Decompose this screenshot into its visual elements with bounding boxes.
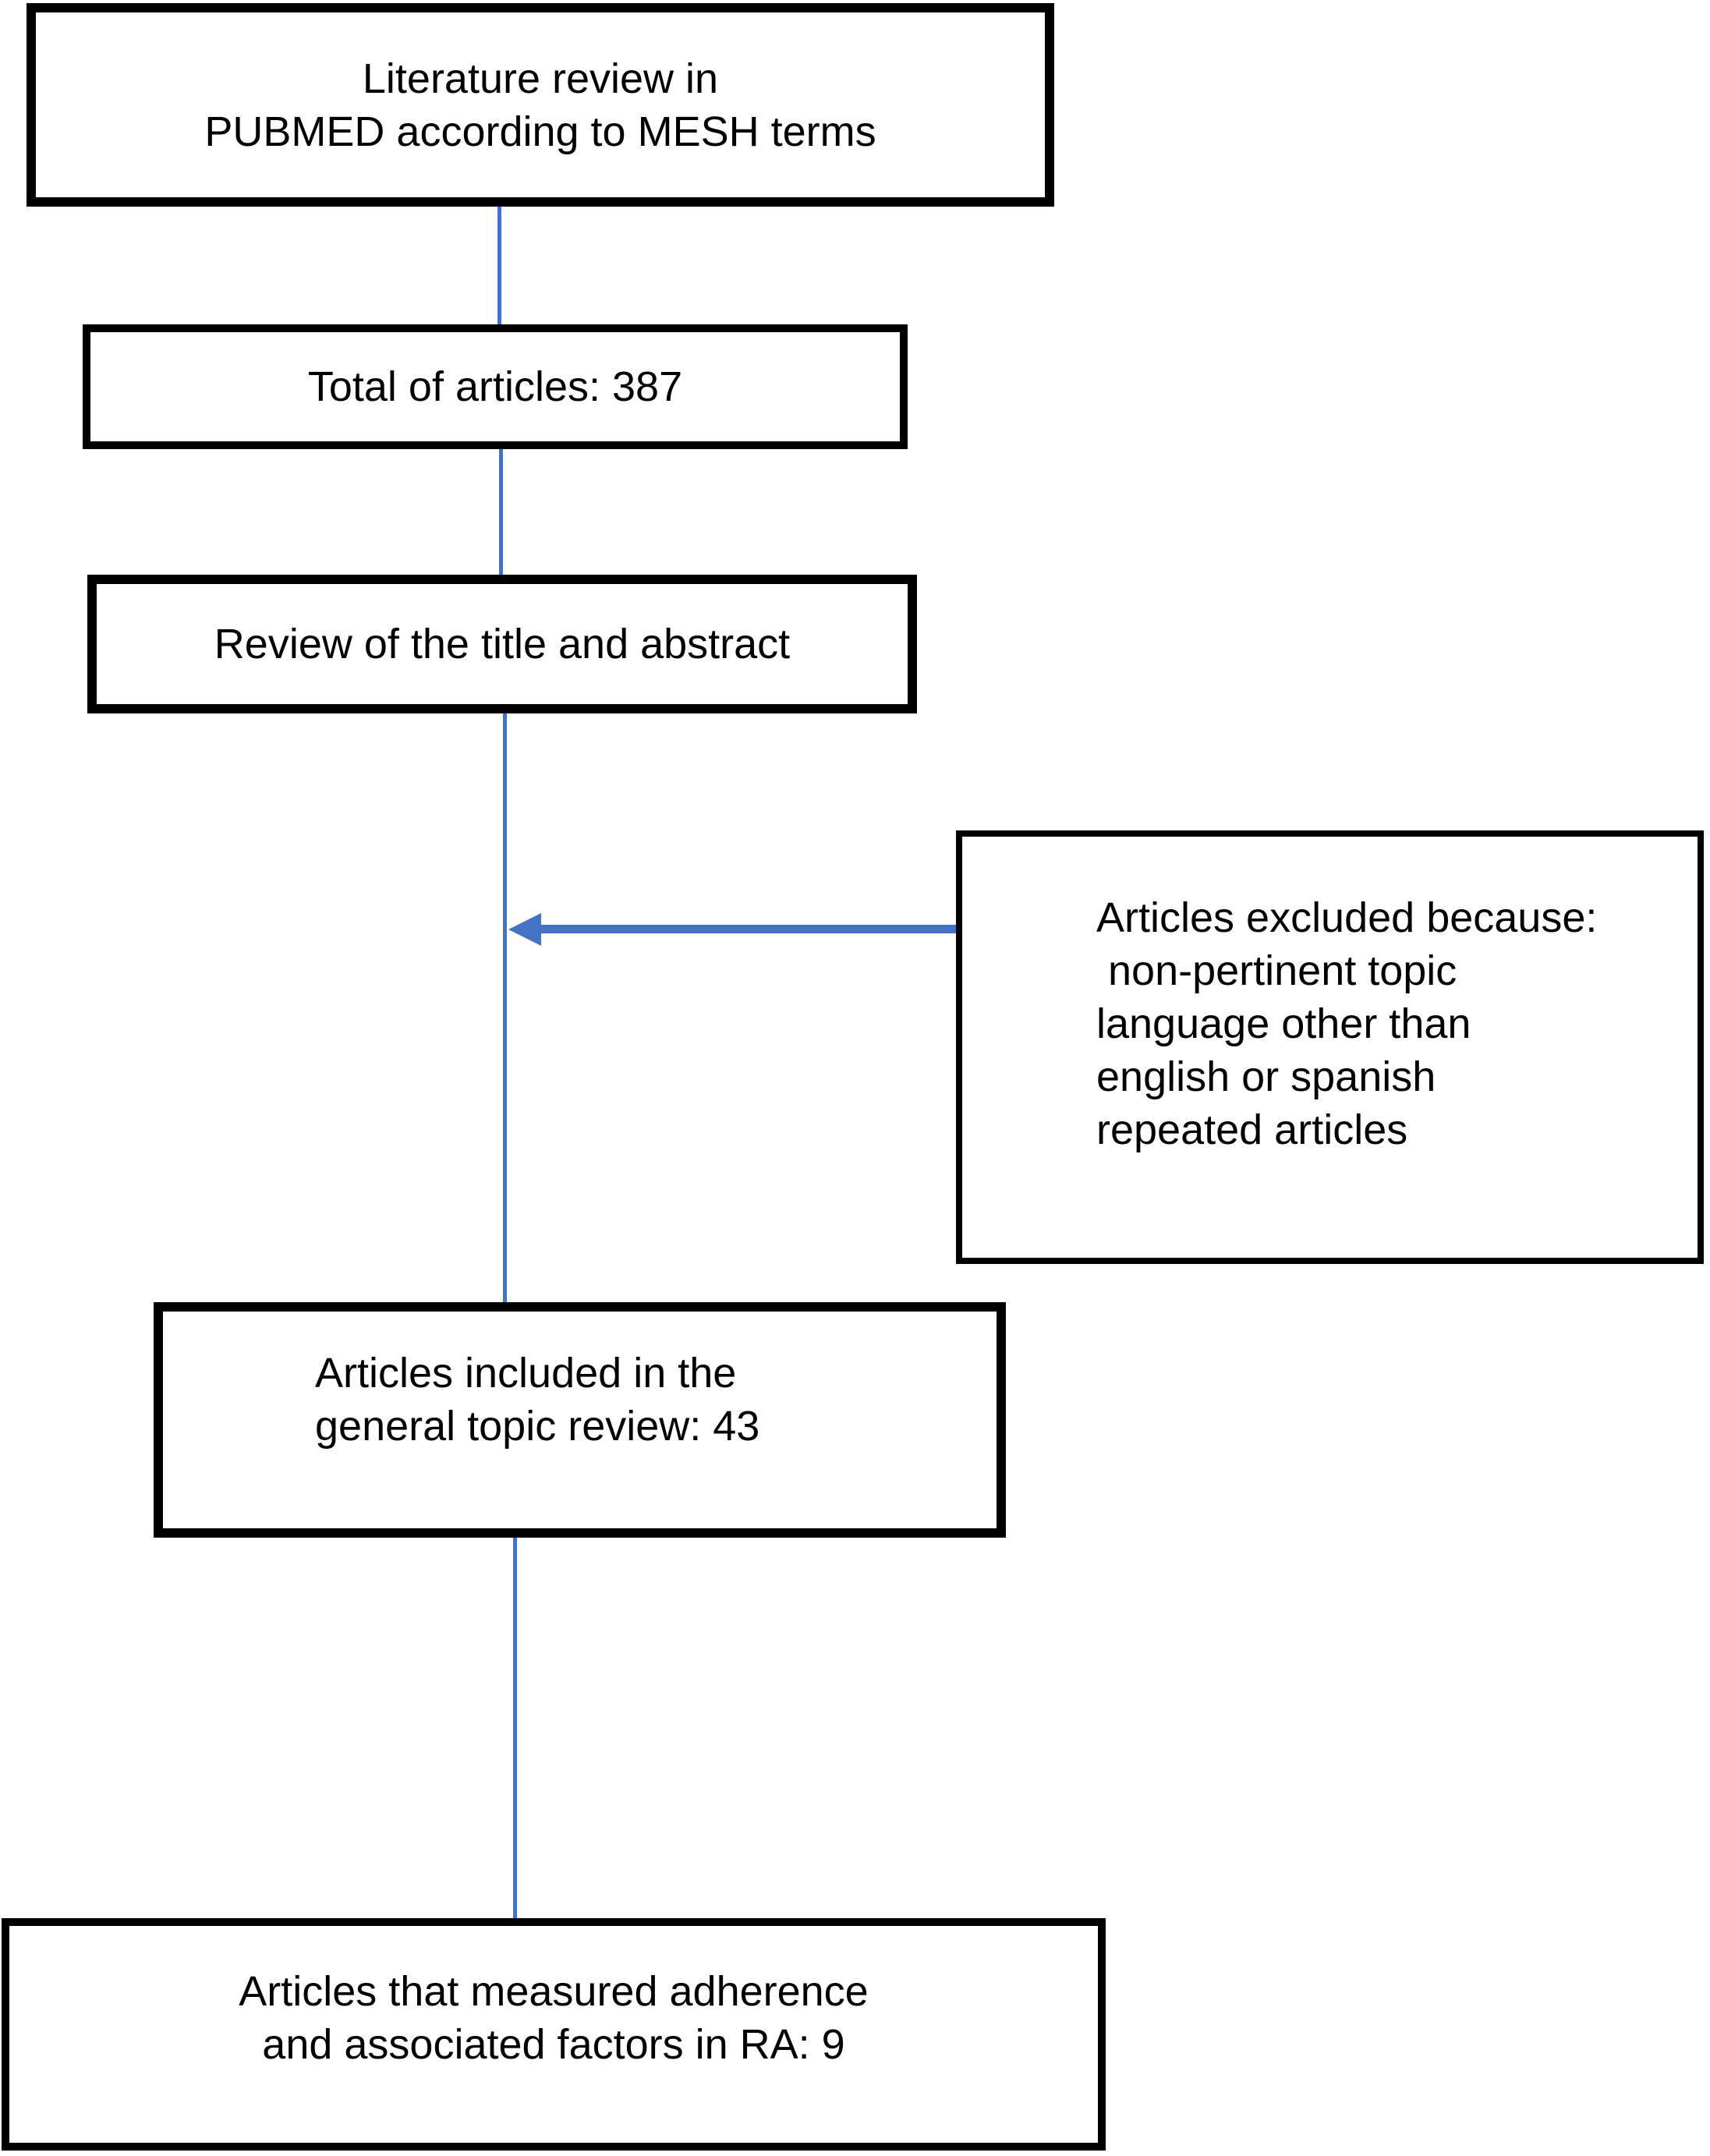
- box-measured-adherence-ra: Articles that measured adherence and ass…: [2, 1918, 1106, 2151]
- box-included-general-review: Articles included in the general topic r…: [154, 1302, 1006, 1538]
- box-total-articles-text: Total of articles: 387: [307, 363, 683, 410]
- box-articles-excluded-text: Articles excluded because: non-pertinent…: [1096, 894, 1598, 1153]
- box-literature-review-text: Literature review in PUBMED according to…: [204, 55, 876, 155]
- box-title-abstract-review: Review of the title and abstract: [87, 575, 917, 713]
- connector-included-to-adherence: [513, 1536, 517, 1920]
- connector-literature-to-total: [497, 207, 501, 325]
- exclusion-arrow-left-icon: [508, 913, 541, 946]
- connector-total-to-review: [499, 448, 503, 575]
- exclusion-arrow-shaft: [541, 925, 961, 933]
- box-total-articles: Total of articles: 387: [83, 324, 908, 449]
- box-included-general-review-text: Articles included in the general topic r…: [315, 1350, 760, 1450]
- box-articles-excluded: Articles excluded because: non-pertinent…: [956, 830, 1704, 1264]
- connector-review-to-included: [503, 712, 507, 1304]
- box-literature-review: Literature review in PUBMED according to…: [27, 3, 1054, 207]
- box-title-abstract-review-text: Review of the title and abstract: [214, 621, 791, 667]
- box-measured-adherence-ra-text: Articles that measured adherence and ass…: [239, 1968, 869, 2068]
